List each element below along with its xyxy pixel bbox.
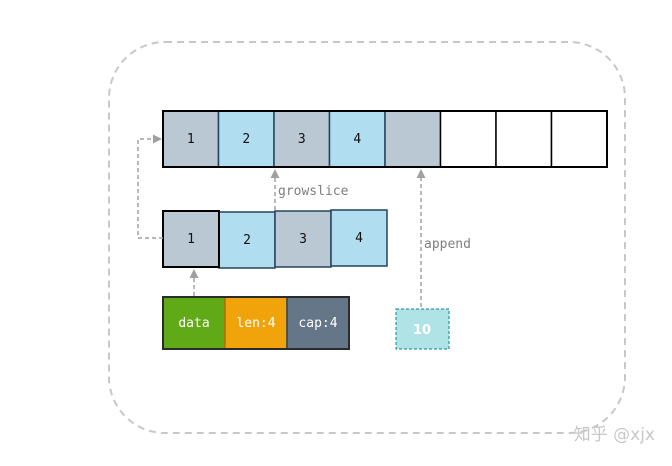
new-array-border: [162, 110, 608, 168]
new-array-cell-label: 2: [242, 132, 250, 147]
old-array-cell: [274, 210, 332, 268]
growslice-label: growslice: [278, 184, 349, 199]
append-label: append: [424, 237, 471, 252]
old-array-cell: [330, 209, 388, 267]
data-pointer-label: data: [178, 316, 209, 331]
watermark: 知乎 @xjx: [574, 425, 655, 445]
old-array-cell-label: 2: [243, 233, 251, 248]
len-label: len:4: [236, 316, 275, 331]
new-array-cell-label: 1: [187, 132, 195, 147]
new-array-cell: [439, 110, 497, 168]
old-array-cell-label: 4: [355, 231, 363, 246]
new-array-cell-label: 3: [298, 132, 306, 147]
copy-arrow: [137, 134, 163, 239]
new-array: 1 2 3 4: [162, 110, 608, 168]
new-array-cell-label: 4: [353, 132, 361, 147]
new-array-cell: [550, 110, 608, 168]
new-array-cell: [384, 110, 442, 168]
append-value: 10: [413, 323, 431, 338]
old-array-cell-label: 3: [299, 232, 307, 247]
cap-label: cap:4: [298, 316, 337, 331]
old-array-cell-label: 1: [187, 232, 195, 247]
outer-container: [108, 41, 626, 434]
append-value-box: [395, 308, 450, 350]
slice-header-border: [162, 296, 350, 350]
old-array-cell: [218, 211, 276, 269]
new-array-cell: [217, 110, 275, 168]
old-array-first-cell-outline: [162, 210, 220, 268]
old-array: 1 2 3 4: [162, 209, 388, 269]
new-array-cell: [495, 110, 553, 168]
